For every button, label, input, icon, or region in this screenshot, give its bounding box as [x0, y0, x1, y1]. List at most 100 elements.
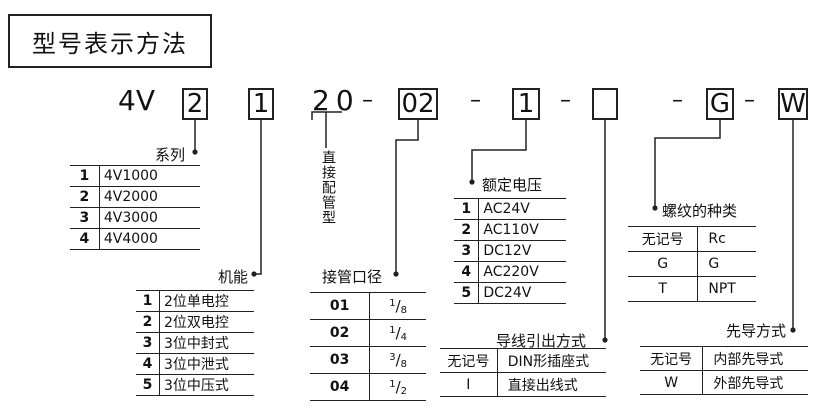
table-cell: 01 [310, 292, 371, 320]
table-row: 无记号内部先导式 [640, 346, 808, 371]
table-cell: 1 [454, 198, 480, 220]
table-cell: 04 [310, 373, 371, 401]
port-fraction: 1/8 [369, 292, 426, 320]
function-label: 机能 [218, 268, 249, 286]
table-cell: 2 [70, 186, 100, 208]
table-cell: 外部先导式 [702, 370, 808, 395]
page-title: 型号表示方法 [32, 29, 188, 58]
code-dash-1: – [362, 88, 373, 113]
thread-label: 螺纹的种类 [662, 202, 738, 220]
table-cell: 4V4000 [99, 228, 200, 250]
table-cell: 3位中泄式 [159, 353, 254, 375]
table-cell: 3 [136, 332, 160, 354]
fraction-denominator: 2 [400, 385, 408, 397]
table-cell: 03 [310, 346, 371, 374]
table-cell: 2 [454, 219, 480, 241]
table-cell: 4V2000 [99, 186, 200, 208]
port-fraction: 1/2 [369, 373, 426, 401]
fraction-denominator: 8 [400, 304, 408, 316]
pilot-label: 先导方式 [726, 322, 787, 340]
fraction-numerator: 3 [389, 351, 396, 363]
fraction-denominator: 4 [400, 331, 408, 343]
table-cell: 3 [454, 240, 480, 262]
table-cell: 4V1000 [99, 165, 200, 187]
table-cell: 1 [70, 165, 100, 187]
fraction-denominator: 8 [400, 358, 408, 370]
table-cell: G [628, 251, 699, 277]
table-cell: 4 [70, 228, 100, 250]
table-cell: 3位中压式 [159, 374, 254, 396]
table-cell: DIN形插座式 [497, 348, 606, 373]
table-cell: 4V3000 [99, 207, 200, 229]
table-cell: 无记号 [640, 346, 704, 371]
code-box-wiring [592, 88, 618, 120]
table-cell: 2位双电控 [159, 311, 254, 333]
code-box-function: 1 [248, 88, 274, 120]
code-box-thread: G [706, 88, 734, 120]
table-cell: Rc [697, 226, 756, 252]
table-cell: T [628, 276, 699, 302]
voltage-label: 额定电压 [482, 176, 543, 194]
table-cell: 3位中封式 [159, 332, 254, 354]
table-cell: 无记号 [628, 226, 699, 252]
table-cell: AC24V [478, 198, 566, 220]
table-cell: 无记号 [440, 348, 498, 373]
code-box-series: 2 [182, 88, 208, 120]
table-cell: 4 [136, 353, 160, 375]
table-cell: DC12V [478, 240, 566, 262]
code-box-voltage: 1 [512, 88, 540, 120]
table-cell: 直接出线式 [497, 372, 606, 397]
code-dash-5: – [744, 88, 755, 113]
port-fraction: 1/4 [369, 319, 426, 347]
port-fraction: 3/8 [369, 346, 426, 374]
table-cell: 内部先导式 [702, 346, 808, 371]
table-cell: 02 [310, 319, 371, 347]
table-cell: I [440, 372, 498, 397]
code-dash-2: – [470, 88, 481, 113]
table-cell: 4 [454, 261, 480, 283]
code-box-pilot: W [778, 88, 808, 120]
code-dash-4: – [672, 88, 683, 113]
table-cell: 2 [136, 311, 160, 333]
fraction-numerator: 1 [389, 324, 396, 336]
title-box: 型号表示方法 [8, 14, 212, 68]
table-cell: DC24V [478, 282, 566, 304]
port-label: 接管口径 [322, 268, 383, 286]
table-cell: 5 [454, 282, 480, 304]
series-label: 系列 [155, 146, 186, 164]
code-box-port: 02 [398, 88, 438, 120]
table-cell: 5 [136, 374, 160, 396]
table-cell: 1 [136, 290, 160, 312]
table-cell: AC110V [478, 219, 566, 241]
